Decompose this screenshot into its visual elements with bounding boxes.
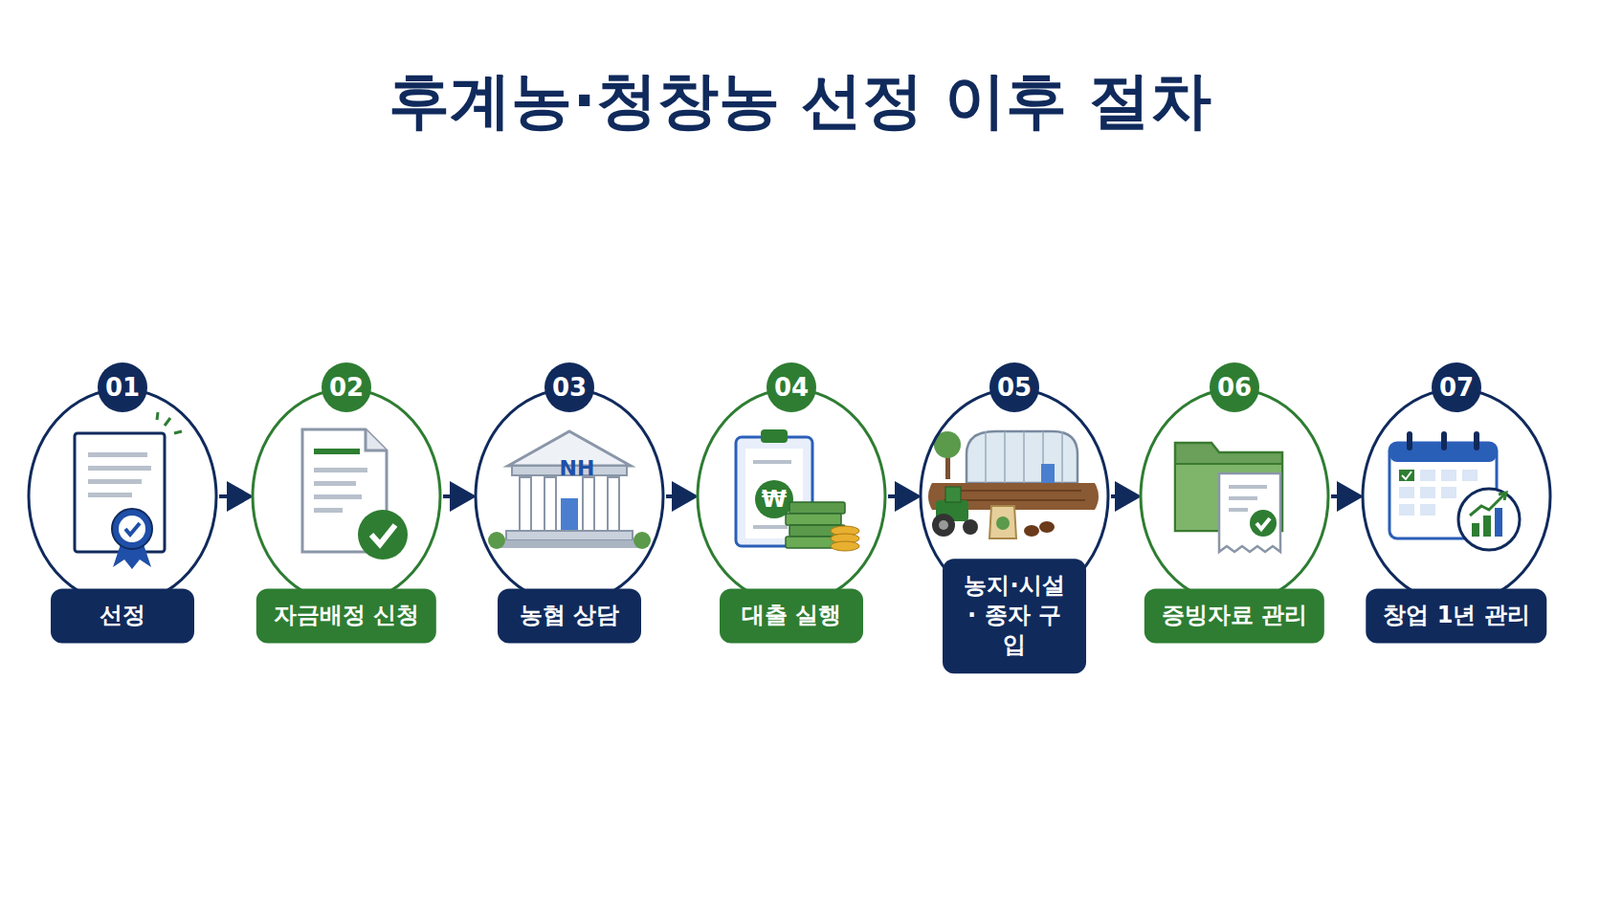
flow-arrow bbox=[1331, 494, 1360, 499]
step-circle: 05농지·시설· 종자 구입 bbox=[918, 387, 1111, 606]
flow-arrow bbox=[443, 494, 473, 499]
circle-outline bbox=[1360, 387, 1553, 606]
bank-icon bbox=[488, 431, 651, 550]
bank-logo-text: NH bbox=[559, 456, 596, 481]
farm-icon bbox=[928, 431, 1099, 539]
title: 후계농·청창농 선정 이후 절차 bbox=[0, 59, 1600, 143]
circle-outline bbox=[250, 387, 443, 606]
loan-icon bbox=[735, 429, 860, 552]
flow-arrow bbox=[1111, 494, 1138, 499]
step-circle: 07창업 1년 관리 bbox=[1360, 387, 1553, 606]
circle-outline bbox=[1138, 387, 1331, 606]
step-number: 01 bbox=[97, 362, 148, 413]
step-label: 대출 실행 bbox=[719, 588, 864, 644]
step-circle: 01선정 bbox=[26, 387, 219, 606]
circle-outline bbox=[26, 387, 219, 606]
step-label: 창업 1년 관리 bbox=[1365, 588, 1547, 644]
application-icon bbox=[302, 429, 408, 560]
step-number: 03 bbox=[544, 362, 595, 413]
currency-symbol: ₩ bbox=[761, 486, 787, 513]
step-label: 농지·시설· 종자 구입 bbox=[942, 558, 1087, 674]
step-label: 선정 bbox=[50, 588, 195, 644]
step-label: 자금배정 신청 bbox=[256, 588, 437, 644]
calendar-icon bbox=[1389, 431, 1520, 551]
step-number: 04 bbox=[766, 362, 817, 413]
step-number: 05 bbox=[989, 362, 1040, 413]
step-number: 06 bbox=[1209, 362, 1260, 413]
certificate-icon bbox=[74, 412, 182, 570]
circle-outline bbox=[695, 387, 888, 606]
circle-outline bbox=[473, 387, 666, 606]
step-label: 농협 상담 bbox=[497, 588, 642, 644]
flow-arrow bbox=[219, 494, 250, 499]
flow-arrow bbox=[888, 494, 918, 499]
step-circle: 03농협 상담 bbox=[473, 387, 666, 606]
step-circle: 04대출 실행 bbox=[695, 387, 888, 606]
step-circle: 06증빙자료 관리 bbox=[1138, 387, 1331, 606]
step-number: 02 bbox=[321, 362, 372, 413]
flow-arrow bbox=[666, 494, 695, 499]
step-label: 증빙자료 관리 bbox=[1144, 588, 1325, 644]
step-circle: 02자금배정 신청 bbox=[250, 387, 443, 606]
evidence-icon bbox=[1175, 443, 1283, 553]
step-number: 07 bbox=[1431, 362, 1482, 413]
